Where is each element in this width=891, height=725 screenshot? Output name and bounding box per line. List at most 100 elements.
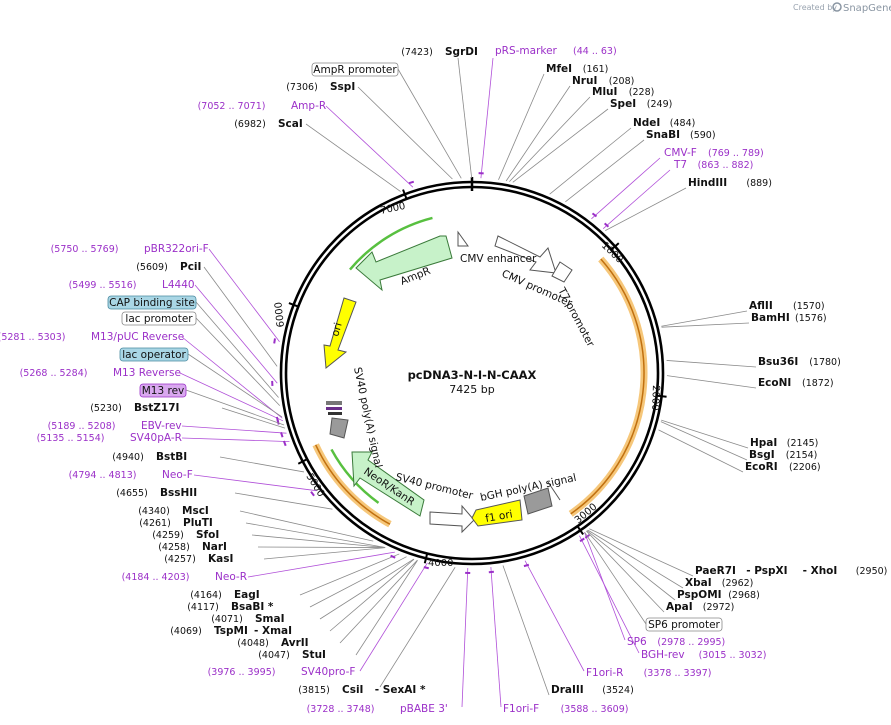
site-paer7i-alt1: - PspXI [746, 565, 787, 577]
primer-leader-amp-r [325, 105, 414, 188]
primer-leader-pbabe3 [461, 567, 469, 708]
box-lac-promoter[interactable] [121, 311, 197, 326]
primer-leader-sv40pro-f [359, 562, 428, 672]
leader-msci [239, 510, 374, 542]
neor-kanr-arrow[interactable] [351, 451, 425, 517]
site-sgrdi: SgrDI [445, 46, 478, 58]
ori-arrow[interactable] [323, 297, 357, 369]
box-m13-rev[interactable] [139, 383, 187, 398]
m13-rev-box[interactable] [326, 401, 342, 405]
leader-econi [666, 375, 757, 389]
site-csii-extra: - SexAI * [375, 684, 426, 696]
leader-mfei [498, 73, 545, 180]
snapgene-logo[interactable]: SnapGene [832, 2, 891, 14]
site-xbai-pos: (2962) [722, 578, 754, 589]
primer-t7: T7 [673, 159, 687, 171]
neo-arc[interactable] [315, 444, 391, 525]
box-cap-binding-site[interactable] [107, 295, 197, 310]
site-mfei: MfeI [546, 63, 572, 75]
site-kasi: KasI [208, 553, 233, 565]
primer-leader-f1ori-r [524, 560, 585, 672]
site-bsabi-pos: (4117) [187, 602, 219, 613]
primer-leader-bgh-rev [579, 535, 640, 654]
site-scai: ScaI [278, 118, 303, 130]
site-stui: StuI [302, 649, 326, 661]
primer-neo-r: Neo-R [215, 571, 247, 583]
primer-leader-neo-r [247, 551, 395, 578]
orf-arc[interactable] [570, 258, 645, 515]
snapgene-logo-icon [832, 2, 842, 12]
site-bstbi-pos: (4940) [112, 452, 144, 463]
box-label-ampr-promoter: AmpR promoter [313, 64, 397, 76]
leader-eagi [299, 553, 400, 596]
box-label-lac-operator: lac operator [122, 349, 186, 361]
box-sp6-promoter[interactable] [645, 617, 723, 632]
ampr-promoter-arrow[interactable] [457, 230, 469, 247]
sv40-polya-box[interactable] [329, 417, 349, 439]
box-leader-m13-rev [185, 389, 285, 426]
site-csii-pos: (3815) [298, 685, 330, 696]
tick-2000 [656, 394, 667, 398]
primer-f1ori-r-pos: (3378 .. 3397) [644, 668, 712, 679]
cmv-promoter-arrow[interactable] [551, 261, 573, 283]
primer-bgh-rev-pos: (3015 .. 3032) [699, 650, 767, 661]
primer-prs-marker-pos: (44 .. 63) [573, 46, 617, 57]
primer-mark-amp-r [408, 180, 415, 185]
site-bsshii: BssHII [160, 487, 197, 499]
leader-bstz17i [221, 407, 286, 429]
site-hpai-pos: (2145) [787, 438, 819, 449]
box-lac-operator[interactable] [119, 347, 189, 362]
leader-csii [379, 567, 456, 688]
lac-promoter-box[interactable] [328, 412, 342, 415]
primer-l4440-pos: (5499 .. 5516) [69, 280, 137, 291]
box-ampr-promoter[interactable] [311, 62, 399, 77]
tick-6000 [288, 302, 299, 308]
cmv-enhancer-arrow[interactable] [494, 235, 557, 274]
site-stui-pos: (4047) [258, 650, 290, 661]
neor-kanr-label: NeoR/KanR [361, 466, 416, 509]
ori-label: ori [329, 321, 344, 337]
primer-neo-f: Neo-F [162, 469, 193, 481]
plasmid-length: 7425 bp [449, 383, 494, 396]
site-avrii: AvrII [281, 637, 309, 649]
site-nari: NarI [202, 541, 227, 553]
cmv-enhancer-label: CMV enhancer [460, 253, 537, 265]
snapgene-brand: SnapGene [843, 3, 891, 14]
box-label-lac-promoter: lac promoter [125, 313, 193, 325]
primer-pbabe3: pBABE 3' [400, 703, 448, 715]
site-avrii-pos: (4048) [237, 638, 269, 649]
site-tspmi-extra: - XmaI [254, 625, 292, 637]
primer-mark-ebv-rev [280, 431, 284, 438]
site-ndei: NdeI [633, 117, 660, 129]
sv40-promoter-arrow[interactable] [429, 504, 475, 534]
bgh-polya-box[interactable] [523, 487, 553, 515]
site-mlui: MluI [592, 86, 617, 98]
site-apai-pos: (2972) [703, 602, 735, 613]
ampr-green-arc [349, 216, 433, 271]
primer-sp6: SP6 [627, 636, 647, 648]
primer-pbr322ori-f-pos: (5750 .. 5769) [51, 244, 119, 255]
ampr-arrow[interactable] [355, 235, 453, 292]
primer-mark-neo-f [310, 491, 315, 497]
site-sspi: SspI [330, 81, 355, 93]
primer-mark-sv40pa-r [282, 440, 287, 447]
site-spei-pos: (249) [647, 99, 673, 110]
leader-paer7i [589, 528, 694, 577]
site-hindiii-pos: (889) [746, 178, 772, 189]
site-bsu36i: Bsu36I [758, 356, 798, 368]
lac-operator-box[interactable] [326, 407, 342, 410]
site-sgrdi-pos: (7423) [401, 47, 433, 58]
site-ecori-pos: (2206) [789, 462, 821, 473]
site-paer7i-alt2: - XhoI [803, 565, 838, 577]
tick-label-4000: 4000 [428, 558, 453, 569]
primer-f1ori-r: F1ori-R [586, 667, 623, 679]
site-nari-pos: (4258) [158, 542, 190, 553]
site-aflii: AflII [749, 300, 773, 312]
leader-tspmi [329, 558, 415, 632]
leader-smai [319, 558, 414, 620]
primer-sv40pa-r: SV40pA-R [130, 432, 182, 444]
f1-ori-arrow[interactable] [471, 499, 523, 527]
tick-label-6000: 6000 [273, 301, 287, 327]
primer-neo-f-pos: (4794 .. 4813) [69, 470, 137, 481]
